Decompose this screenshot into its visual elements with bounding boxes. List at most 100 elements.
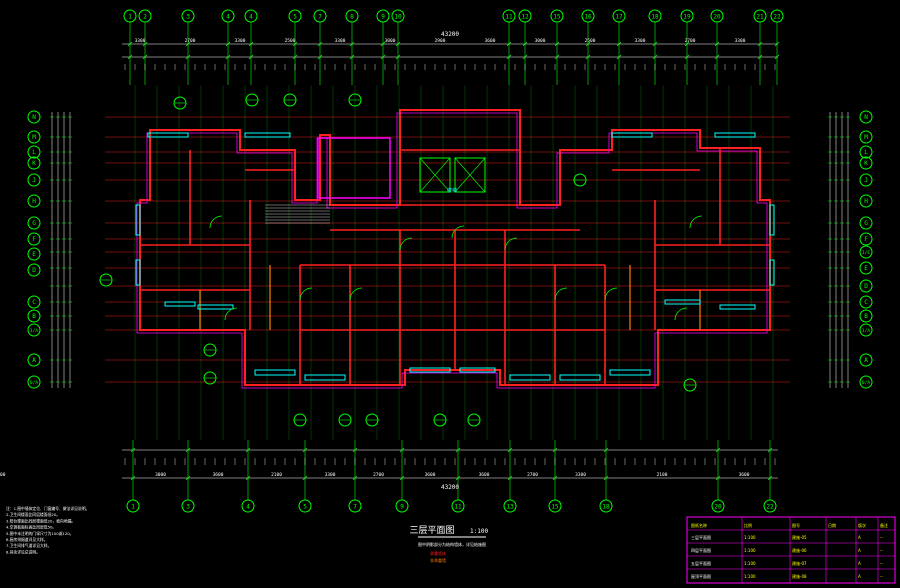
axis-bubble-bottom <box>548 499 562 513</box>
axis-bubble-left <box>27 375 41 389</box>
dimension-tick <box>585 54 591 60</box>
dimension-tick <box>349 54 355 60</box>
axis-label-left: 0/A <box>30 380 38 386</box>
door-swing <box>399 237 413 251</box>
dimension-tick <box>714 41 720 47</box>
title-block-cell: -- <box>880 535 883 540</box>
title-block-header: 图纸名称 <box>691 522 707 528</box>
dimension-tick <box>767 447 773 453</box>
dimension-tick <box>616 41 622 47</box>
axis-bubble-top <box>288 9 302 23</box>
axis-label-top: 17 <box>615 14 623 21</box>
elevator-shaft <box>419 157 451 193</box>
axis-bubble-right <box>859 194 873 208</box>
dimension-tick <box>302 475 308 481</box>
dimension-tick <box>245 447 251 453</box>
dimension-tick <box>715 447 721 453</box>
axis-bubble-top <box>518 9 532 23</box>
dimension-tick <box>585 41 591 47</box>
dimension-tick <box>248 54 254 60</box>
axis-label-right: K <box>864 160 868 167</box>
dimension-tick <box>603 475 609 481</box>
dimension-tick <box>684 41 690 47</box>
top-overall-dimension: 43200 <box>441 31 459 38</box>
title-block-cell: 建施-08 <box>792 573 807 579</box>
axis-bubble-right <box>859 130 873 144</box>
axis-label-top: 11 <box>505 14 513 21</box>
note-line: 3.阳台楼面比同层楼面低20，坡向地漏。 <box>6 518 75 523</box>
dimension-tick <box>395 41 401 47</box>
axis-bubble-right <box>859 156 873 170</box>
door-swing <box>209 215 223 229</box>
note-line: 6.厨房排烟道详见大样。 <box>6 537 48 542</box>
axis-bubble-left <box>27 156 41 170</box>
note-line: 7.卫生间排气道详见大样。 <box>6 543 51 548</box>
bottom-note: 图中阴影部分为结构墙体，详见结施图 <box>418 541 486 547</box>
title-block-cell: 1:100 <box>744 574 756 579</box>
dimension-tick <box>506 41 512 47</box>
dimension-tick <box>127 41 133 47</box>
axis-label-bottom: 18 <box>602 504 610 511</box>
axis-bubble-bottom <box>599 499 613 513</box>
dimension-tick <box>757 54 763 60</box>
dimension-text-top: 3000 <box>385 38 396 44</box>
dimension-tick <box>767 475 773 481</box>
title-block-cell: A <box>858 535 861 540</box>
axis-bubble-top <box>770 9 784 23</box>
title-block-header: 图号 <box>792 522 800 528</box>
dimension-tick <box>399 475 405 481</box>
axis-label-bottom: 15 <box>551 504 559 511</box>
title-block-header: 比例 <box>744 522 752 528</box>
title-block-cell: 五层平面图 <box>691 560 711 566</box>
window <box>147 132 189 138</box>
axis-label-bottom: 11 <box>454 504 462 511</box>
dimension-tick <box>603 447 609 453</box>
dimension-tick <box>652 41 658 47</box>
axis-bubble-right <box>859 309 873 323</box>
axis-bubble-right <box>859 279 873 293</box>
door-swing <box>299 287 313 301</box>
window <box>254 369 296 376</box>
axis-label-right: A <box>864 357 868 364</box>
dimension-text-bottom: 3600 <box>425 472 436 478</box>
dimension-tick <box>130 475 136 481</box>
dimension-text-top: 3300 <box>735 38 746 44</box>
dimension-tick <box>380 41 386 47</box>
window <box>664 299 701 305</box>
axis-bubble-left <box>27 110 41 124</box>
axis-bubble-right <box>859 173 873 187</box>
grid-lines <box>105 22 790 500</box>
dimension-tick <box>506 54 512 60</box>
axis-label-top: 5 <box>293 14 297 21</box>
door-swing <box>504 237 518 251</box>
note-line: 8.其余详见总说明。 <box>6 549 40 554</box>
dimension-tick <box>248 41 254 47</box>
dimension-text-bottom: 3600 <box>739 472 750 478</box>
dimension-tick <box>399 447 405 453</box>
dimension-tick <box>130 447 136 453</box>
axis-label-top: 18 <box>651 14 659 21</box>
axis-label-top: 15 <box>553 14 561 21</box>
axis-bubble-left <box>27 263 41 277</box>
axis-label-bottom: 20 <box>714 504 722 511</box>
window <box>719 304 756 310</box>
axis-label-left: E <box>32 251 36 258</box>
title-block-cell: -- <box>880 561 883 566</box>
dimension-tick <box>185 41 191 47</box>
dimension-tick <box>127 54 133 60</box>
dimension-tick <box>774 41 780 47</box>
axis-label-top: 2 <box>143 14 147 21</box>
axis-label-left: D <box>32 267 36 274</box>
axis-label-right: D <box>864 283 868 290</box>
axis-bubble-top <box>181 9 195 23</box>
dimension-text-top: 3600 <box>485 38 496 44</box>
axis-bubble-bottom <box>126 499 140 513</box>
dimension-text-top: 3300 <box>235 38 246 44</box>
axis-bubble-right <box>859 110 873 124</box>
dimension-tick <box>292 54 298 60</box>
axis-bubble-top <box>581 9 595 23</box>
window <box>611 132 653 138</box>
axis-label-left: M <box>32 134 36 141</box>
